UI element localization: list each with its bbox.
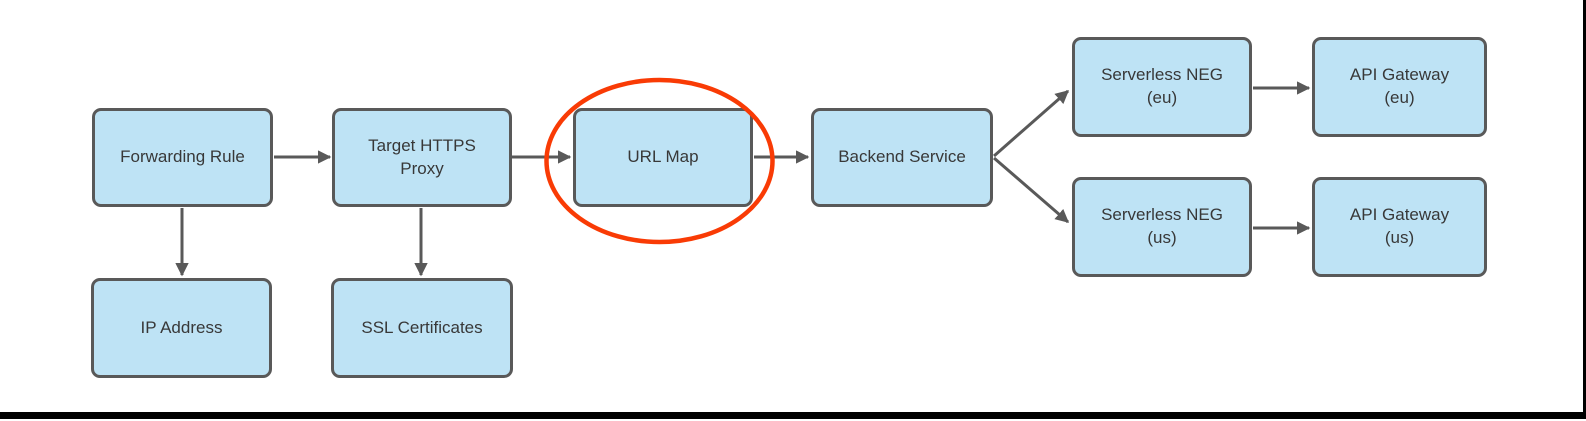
bottom-frame-border (0, 412, 1586, 419)
node-api-gateway-us: API Gateway (us) (1312, 177, 1487, 277)
node-backend-service: Backend Service (811, 108, 993, 207)
node-target-https-proxy: Target HTTPS Proxy (332, 108, 512, 207)
node-serverless-neg-eu: Serverless NEG (eu) (1072, 37, 1252, 137)
node-api-gateway-eu: API Gateway (eu) (1312, 37, 1487, 137)
node-serverless-neg-us: Serverless NEG (us) (1072, 177, 1252, 277)
right-frame-border (1583, 0, 1586, 419)
node-forwarding-rule: Forwarding Rule (92, 108, 273, 207)
node-ip-address: IP Address (91, 278, 272, 378)
node-url-map: URL Map (573, 108, 753, 207)
node-ssl-certificates: SSL Certificates (331, 278, 513, 378)
